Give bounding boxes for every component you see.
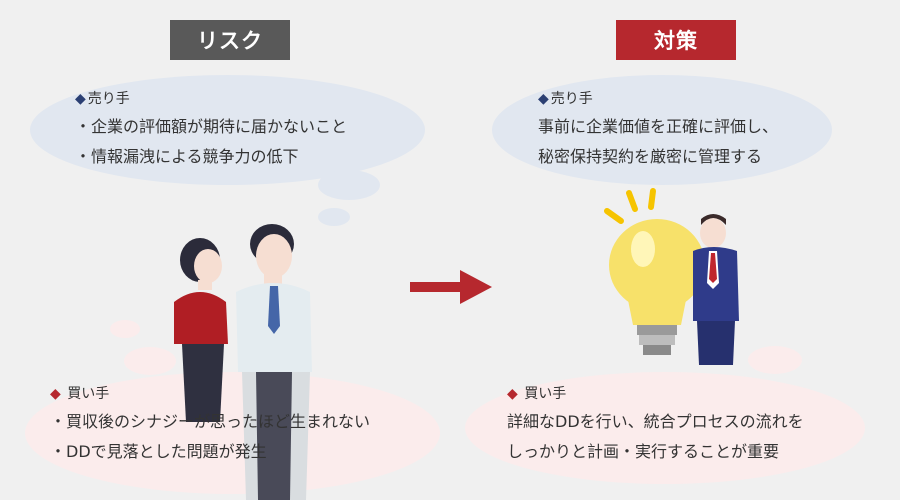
risk-buyer-line: ・DDで見落とした問題が発生 xyxy=(50,442,267,461)
measure-seller-text: ◆売り手 事前に企業価値を正確に評価し、 秘密保持契約を厳密に管理する xyxy=(538,88,778,172)
thought-dot xyxy=(748,346,802,374)
measure-buyer-line: しっかりと計画・実行することが重要 xyxy=(507,442,780,461)
businessman-figure xyxy=(693,214,739,365)
measure-seller-heading: ◆売り手 xyxy=(538,88,778,110)
thought-dot xyxy=(318,170,380,200)
diamond-icon: ◆ xyxy=(507,386,518,402)
measure-buyer-line: 詳細なDDを行い、統合プロセスの流れを xyxy=(507,412,804,431)
diamond-icon: ◆ xyxy=(538,91,549,107)
risk-seller-heading: ◆売り手 xyxy=(75,88,347,110)
measure-seller-line: 秘密保持契約を厳密に管理する xyxy=(538,147,763,166)
people-thinking-illustration xyxy=(174,224,312,500)
risk-seller-heading-label: 売り手 xyxy=(87,91,130,107)
risk-header: リスク xyxy=(170,20,290,60)
measure-seller-heading-label: 売り手 xyxy=(550,91,593,107)
woman-figure xyxy=(174,238,228,422)
measure-buyer-text: ◆ 買い手 詳細なDDを行い、統合プロセスの流れを しっかりと計画・実行すること… xyxy=(507,383,804,467)
risk-seller-text: ◆売り手 ・企業の評価額が期待に届かないこと ・情報漏洩による競争力の低下 xyxy=(75,88,347,172)
risk-buyer-bubble xyxy=(25,372,440,494)
lightbulb-icon xyxy=(609,219,705,355)
risk-seller-bubble xyxy=(30,75,425,185)
arrow-right-icon xyxy=(410,270,492,304)
man-figure xyxy=(236,224,312,500)
risk-buyer-text: ◆ 買い手 ・買収後のシナジーが思ったほど生まれない ・DDで見落とした問題が発… xyxy=(50,383,370,467)
thought-dot xyxy=(110,320,140,338)
lightbulb-businessman-illustration xyxy=(604,188,739,365)
thought-dot xyxy=(124,347,176,375)
measure-buyer-bubble xyxy=(465,372,865,484)
risk-buyer-heading: ◆ 買い手 xyxy=(50,383,370,405)
risk-buyer-heading-label: 買い手 xyxy=(67,386,110,402)
risk-buyer-line: ・買収後のシナジーが思ったほど生まれない xyxy=(50,412,371,431)
thought-dot xyxy=(318,208,350,226)
risk-seller-line: ・企業の評価額が期待に届かないこと xyxy=(75,117,348,136)
risk-seller-line: ・情報漏洩による競争力の低下 xyxy=(75,147,299,166)
measure-buyer-heading-label: 買い手 xyxy=(524,386,567,402)
measure-seller-bubble xyxy=(492,75,832,185)
diamond-icon: ◆ xyxy=(75,91,86,107)
measure-header: 対策 xyxy=(616,20,736,60)
diamond-icon: ◆ xyxy=(50,386,61,402)
light-rays-icon xyxy=(604,188,656,224)
measure-buyer-heading: ◆ 買い手 xyxy=(507,383,804,405)
measure-seller-line: 事前に企業価値を正確に評価し、 xyxy=(538,117,779,136)
